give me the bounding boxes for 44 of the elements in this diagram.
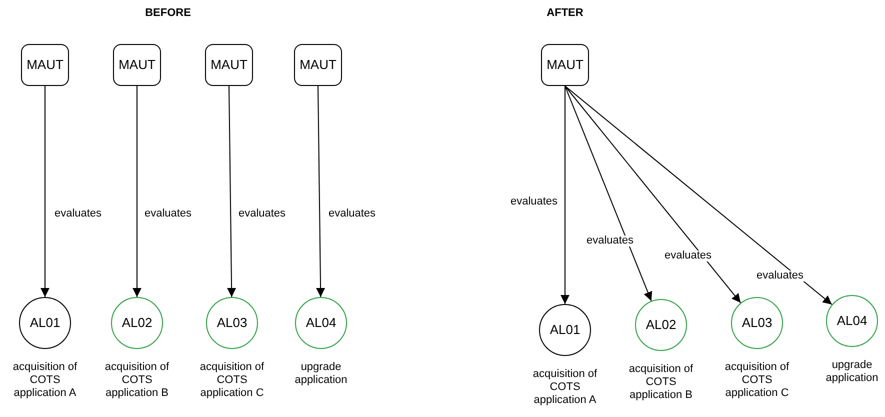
node-label: AL04 [306, 314, 336, 332]
edge-label: evaluates [755, 270, 805, 282]
arrow [132, 86, 142, 298]
arrow [227, 86, 236, 298]
arrow [316, 86, 326, 298]
edge-label: evaluates [509, 196, 559, 208]
node-label: AL01 [30, 314, 60, 332]
section-title: AFTER [546, 6, 584, 21]
process-box [294, 44, 342, 86]
arrow [564, 86, 742, 304]
edge-label: evaluates [143, 208, 193, 220]
node-label: AL03 [742, 314, 772, 332]
node-caption: acquisition of COTS application A [12, 361, 78, 400]
node-label: AL03 [216, 314, 248, 332]
edge-label: evaluates [663, 250, 713, 262]
arrow [40, 86, 50, 298]
edge-label: evaluates [237, 208, 287, 220]
node-label: AL02 [646, 316, 676, 334]
edge-label: evaluates [585, 236, 635, 246]
node-caption: acquisition of COTS application B [104, 361, 170, 400]
arrow [564, 86, 832, 306]
edge-label: evaluates [53, 208, 103, 220]
edge-label: evaluates [327, 208, 377, 220]
node-label: MAUT [118, 56, 156, 74]
node-caption: acquisition of COTS application B [628, 363, 694, 402]
node-label: MAUT [26, 56, 64, 74]
node-label: MAUT [546, 56, 584, 74]
node-label: MAUT [210, 56, 248, 74]
arrow [564, 86, 652, 302]
node-caption: acquisition of COTS application C [198, 361, 266, 400]
process-box [541, 44, 589, 86]
process-box [21, 44, 69, 86]
arrow [560, 86, 570, 304]
node-caption: upgrade application [824, 359, 880, 385]
node-caption: acquisition of COTS application C [724, 361, 790, 400]
node-label: AL02 [122, 314, 152, 332]
node-label: MAUT [300, 56, 336, 74]
process-box [113, 44, 161, 86]
section-title: BEFORE [145, 6, 191, 21]
node-caption: upgrade application [294, 361, 348, 387]
node-label: AL04 [836, 312, 868, 330]
node-label: AL01 [550, 321, 580, 340]
process-box [205, 44, 253, 86]
node-caption: acquisition of COTS application A [532, 368, 598, 407]
